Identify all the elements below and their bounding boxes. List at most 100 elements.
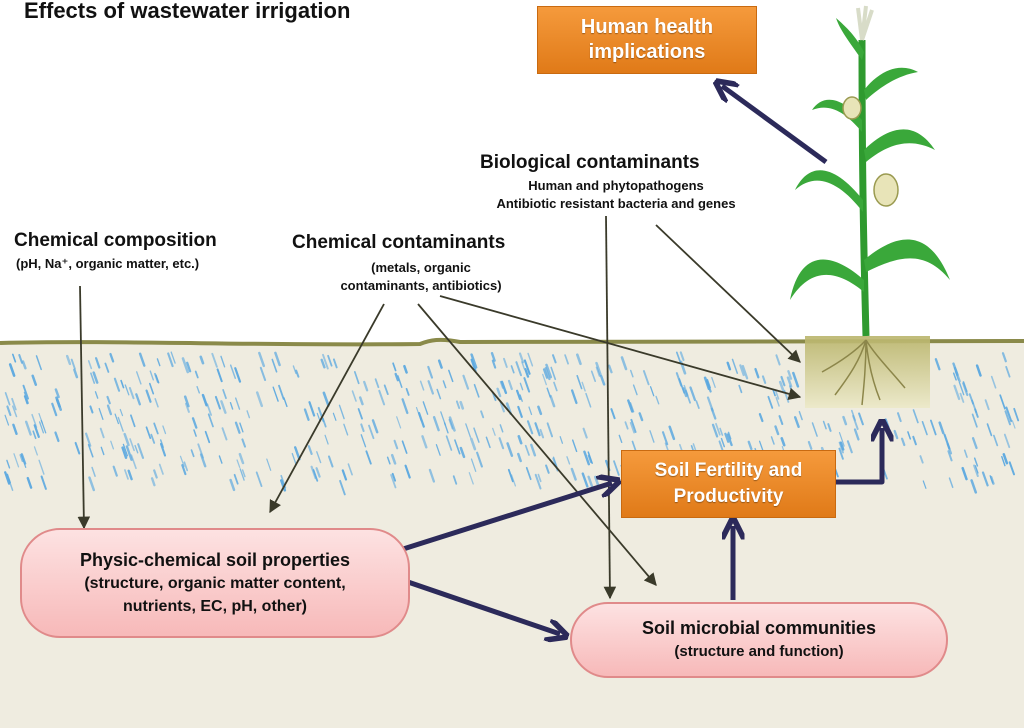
water-drop — [341, 469, 348, 481]
water-drop — [629, 421, 635, 434]
physic-chemical-line-2: (structure, organic matter content, — [84, 574, 346, 592]
water-drop — [110, 440, 115, 450]
water-drop — [459, 446, 466, 459]
water-drop — [525, 466, 532, 481]
water-drop — [491, 359, 497, 369]
water-drop — [145, 389, 152, 403]
water-drop — [391, 472, 397, 482]
water-drop — [167, 352, 174, 368]
water-drop — [544, 367, 551, 381]
water-drop — [590, 370, 597, 383]
arrow-bio-contaminants-to-microbial — [603, 215, 617, 600]
water-drop — [523, 359, 531, 375]
water-drop — [185, 402, 190, 413]
water-drop — [365, 450, 372, 465]
biological-contaminants-detail-2: Antibiotic resistant bacteria and genes — [496, 196, 736, 211]
water-drop — [661, 431, 669, 446]
water-drop — [727, 431, 732, 440]
corn-plant-icon — [790, 5, 950, 337]
water-drop — [255, 471, 263, 488]
soil-fertility-line-2: Productivity — [673, 486, 784, 507]
water-drop — [138, 352, 146, 367]
water-drop — [526, 420, 534, 435]
physic-chemical-line-1: Physic-chemical soil properties — [79, 549, 351, 570]
water-drop — [455, 400, 461, 410]
water-drop — [162, 425, 167, 435]
water-drop — [4, 471, 11, 485]
water-drop — [332, 412, 337, 421]
water-drop — [89, 405, 94, 414]
water-drop — [550, 366, 557, 381]
water-drop — [1003, 433, 1011, 449]
water-drop — [130, 454, 137, 470]
water-drop — [432, 416, 440, 432]
water-drop — [719, 427, 724, 436]
water-drop — [294, 446, 301, 461]
water-drop — [303, 408, 310, 421]
water-drop — [1001, 456, 1006, 467]
soil-microbial-line-1: Soil microbial communities — [641, 618, 877, 638]
water-drop — [1005, 406, 1013, 423]
water-drop — [638, 412, 644, 422]
physic-chemical-box: Physic-chemical soil properties (structu… — [20, 528, 410, 638]
water-drop — [170, 351, 176, 364]
water-drops-icon — [4, 351, 1020, 496]
water-drop — [87, 360, 93, 370]
water-drop — [234, 421, 241, 434]
water-drop — [4, 392, 11, 406]
water-drop — [332, 358, 338, 369]
water-drop — [971, 413, 978, 428]
water-drop — [726, 433, 733, 447]
water-drop — [421, 435, 428, 449]
water-drop — [124, 384, 130, 396]
water-drop — [442, 380, 447, 389]
water-drop — [393, 439, 399, 450]
water-drop — [241, 469, 246, 478]
water-drop — [581, 381, 586, 392]
water-drop — [183, 395, 190, 408]
water-drop — [711, 376, 716, 388]
water-drop — [194, 370, 199, 379]
water-drop — [655, 395, 660, 405]
water-drop — [21, 360, 27, 370]
water-drop — [114, 413, 120, 425]
water-drop — [515, 361, 522, 377]
water-drop — [159, 439, 164, 449]
water-drop — [121, 446, 128, 459]
water-drop — [537, 473, 542, 483]
water-drop — [958, 381, 965, 396]
water-drop — [517, 405, 523, 418]
water-drop — [822, 420, 827, 430]
water-drop — [394, 372, 400, 382]
water-drop — [33, 424, 40, 438]
water-drop — [948, 477, 954, 489]
water-drop — [104, 362, 110, 373]
water-drop — [595, 361, 602, 376]
water-drop — [94, 391, 99, 399]
water-drop — [358, 396, 364, 406]
water-drop — [98, 407, 104, 420]
water-drop — [838, 447, 844, 460]
water-drop — [92, 371, 99, 384]
water-drop — [374, 378, 380, 389]
water-drop — [807, 440, 813, 450]
water-drop — [542, 368, 549, 379]
biological-contaminants-heading: Biological contaminants — [480, 152, 700, 173]
water-drop — [65, 354, 72, 366]
water-drop — [25, 420, 32, 436]
arrow-physic-to-fertility — [399, 483, 612, 553]
water-drop — [179, 455, 185, 467]
water-drop — [999, 394, 1006, 410]
water-drop — [981, 471, 989, 487]
roots-icon — [805, 336, 930, 408]
water-drop — [507, 379, 513, 391]
water-drop — [145, 426, 152, 439]
water-drop — [18, 354, 23, 364]
water-drop — [595, 366, 601, 377]
water-drop — [510, 474, 517, 487]
water-drop — [201, 393, 208, 407]
water-drop — [274, 351, 281, 367]
water-drop — [119, 408, 124, 417]
water-drop — [710, 407, 717, 420]
water-drop — [947, 450, 953, 462]
